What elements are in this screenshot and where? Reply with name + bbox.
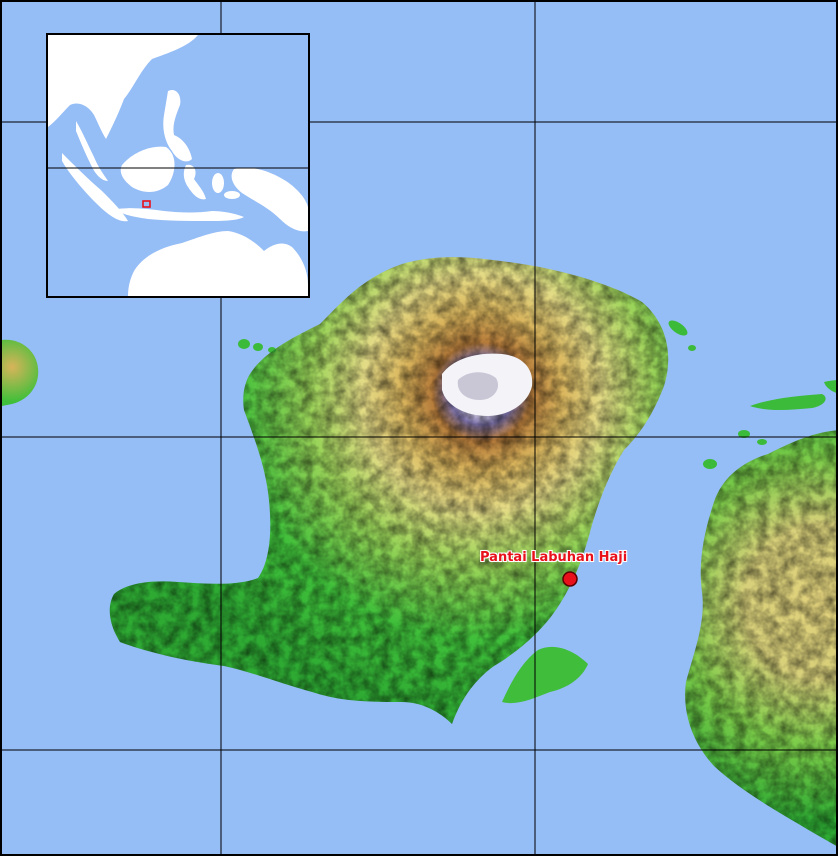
sumbawa-north-islet — [824, 380, 836, 393]
segara-anak-crater — [457, 372, 499, 400]
islet — [668, 320, 688, 336]
islet — [688, 345, 696, 351]
hillshade-texture — [109, 257, 836, 846]
islet — [738, 430, 750, 438]
location-marker[interactable] — [562, 571, 578, 587]
gili-islet — [238, 339, 250, 349]
islet — [703, 459, 717, 469]
inset-land-layer — [48, 35, 308, 296]
gili-islet — [253, 343, 263, 351]
bali-landmass — [2, 339, 39, 406]
location-label: Pantai Labuhan Haji — [480, 550, 628, 565]
inset-locator-map — [46, 33, 310, 298]
islet — [757, 439, 767, 445]
inset-location-box — [142, 200, 151, 208]
lombok-southeast-peninsula — [502, 646, 588, 704]
sumbawa-north-islet — [750, 394, 826, 410]
